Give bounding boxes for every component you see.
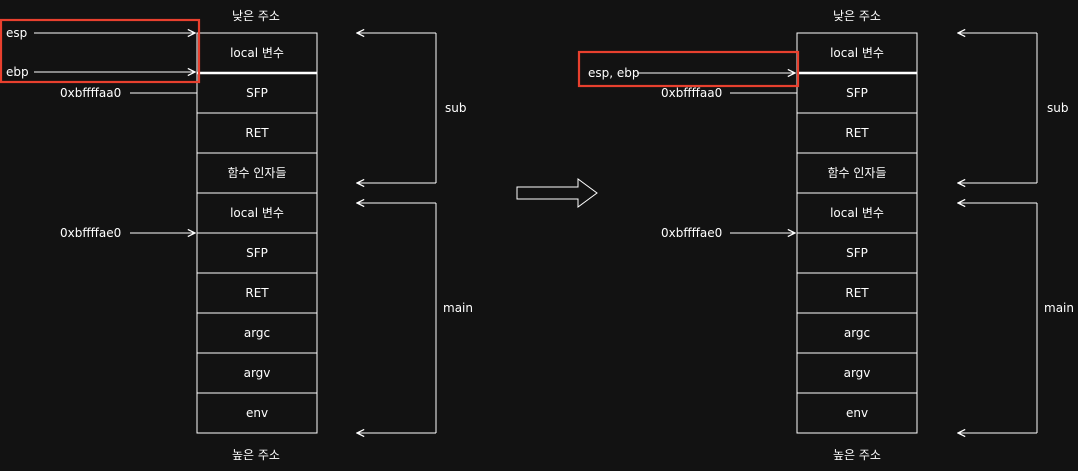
right-arrow-icon [516,178,598,208]
left-diagram: 낮은 주소 높은 주소 local 변수 SFP RET 함수 인자들 loca… [0,9,473,462]
stack-cell [196,112,318,154]
pointer-highlight-box [0,18,201,84]
stack-cell [796,72,918,114]
cell-label: RET [245,286,269,300]
ebp-label: ebp [6,65,29,79]
main-sfp-address: 0xbffffae0 [60,226,121,240]
cell-label: SFP [846,246,868,260]
low-address-label: 낮은 주소 [833,9,881,23]
main-sfp-address: 0xbffffae0 [661,226,722,240]
stack-cell [196,232,318,274]
cell-label: env [846,406,868,420]
esp-ebp-label: esp, ebp [588,66,640,80]
cell-label: env [246,406,268,420]
cell-label: local 변수 [230,46,284,60]
stack-cell [796,312,918,354]
high-address-label: 높은 주소 [833,448,881,462]
right-diagram: 낮은 주소 높은 주소 local 변수 SFP RET 함수 인자들 loca… [577,9,1074,462]
sub-frame-label: sub [445,101,466,115]
stack-cell [796,392,918,434]
cell-label: local 변수 [830,46,884,60]
stack-cell [196,392,318,434]
high-address-label: 높은 주소 [232,448,280,462]
cell-label: RET [245,126,269,140]
cell-label: argv [844,366,871,380]
cell-label: argv [244,366,271,380]
stack-cell [796,192,918,234]
cell-label: SFP [246,246,268,260]
cell-label: RET [845,286,869,300]
stack-cell [796,272,918,314]
stack-cell [796,352,918,394]
cell-label: SFP [846,86,868,100]
stack-cell [796,32,918,74]
esp-label: esp [6,26,27,40]
left-stack: local 변수 SFP RET 함수 인자들 local 변수 SFP RET… [196,32,318,434]
stack-cell [796,152,918,194]
cell-label: SFP [246,86,268,100]
cell-label: 함수 인자들 [827,166,886,180]
sub-sfp-address: 0xbffffaa0 [60,86,121,100]
stack-cell [796,232,918,274]
pointer-highlight-box [577,50,800,88]
sub-sfp-address: 0xbffffaa0 [661,86,722,100]
low-address-label: 낮은 주소 [232,9,280,23]
stack-cell [196,32,318,74]
cell-label: argc [844,326,870,340]
cell-label: RET [845,126,869,140]
stack-cell [196,72,318,114]
cell-label: local 변수 [830,206,884,220]
cell-label: local 변수 [230,206,284,220]
stack-cell [196,312,318,354]
main-frame-label: main [443,301,473,315]
main-frame-label: main [1044,301,1074,315]
stack-cell [796,112,918,154]
cell-label: 함수 인자들 [227,166,286,180]
cell-label: argc [244,326,270,340]
right-stack: local 변수 SFP RET 함수 인자들 local 변수 SFP RET… [796,32,918,434]
sub-frame-label: sub [1047,101,1068,115]
stack-cell [196,152,318,194]
